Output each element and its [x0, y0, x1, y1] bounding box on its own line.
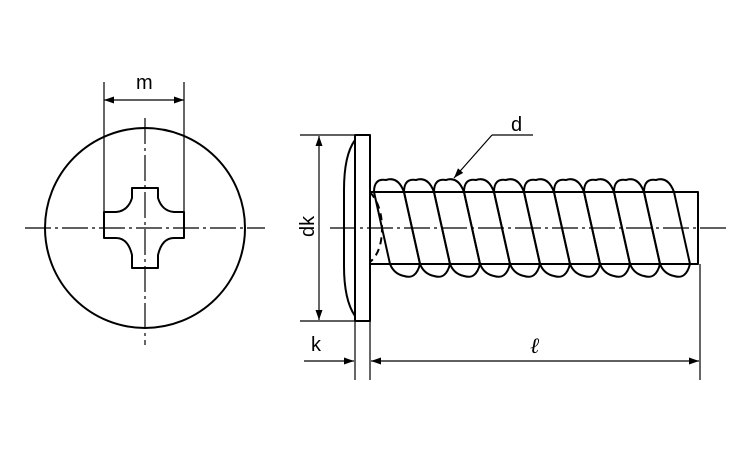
dk-label: dk [297, 215, 319, 237]
phillips-recess-icon [103, 187, 185, 269]
d-label: d [511, 114, 522, 136]
thread-crest [433, 178, 481, 278]
thread-crest [463, 178, 511, 278]
thread-crest [493, 178, 541, 278]
thread-crest [523, 178, 571, 278]
screw-side-view: d dk k ℓ [297, 114, 728, 380]
d-leader-arrow [453, 134, 493, 179]
head-top-view: m [25, 72, 265, 345]
thread-crest [403, 178, 451, 278]
thread-crests [373, 178, 691, 278]
m-label: m [136, 72, 153, 94]
thread-crest [553, 178, 601, 278]
thread-crest [373, 178, 421, 278]
screw-head [354, 134, 371, 322]
head-dome [343, 139, 356, 317]
l-label: ℓ [530, 333, 540, 358]
thread-crest [613, 178, 661, 278]
thread-crest [583, 178, 631, 278]
k-label: k [311, 334, 322, 356]
thread-crest [643, 178, 691, 278]
